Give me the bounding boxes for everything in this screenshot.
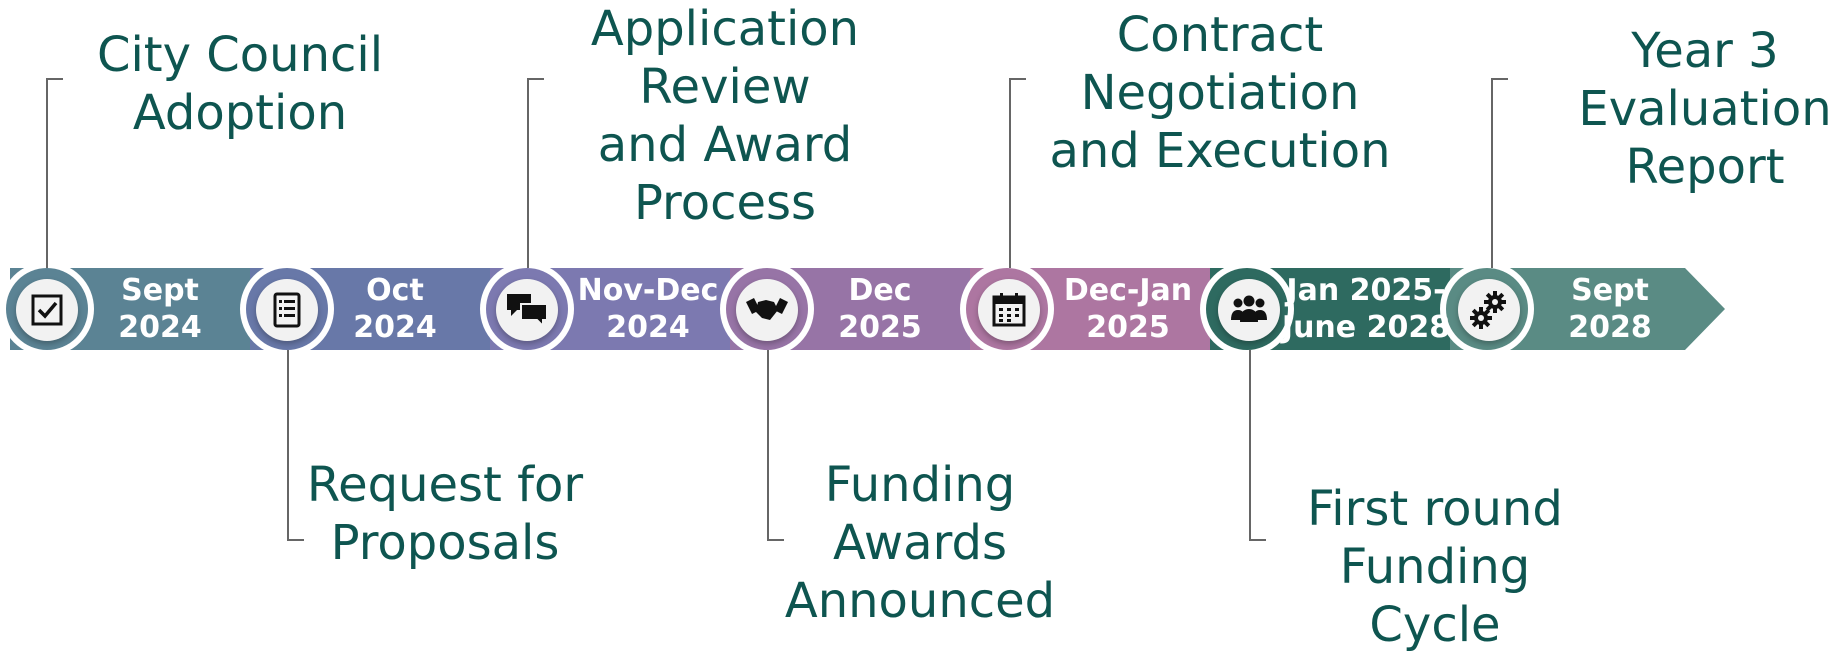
milestone-label-first-round-funding-cycle: First round Funding Cycle (1307, 481, 1563, 653)
leader-line (1009, 78, 1026, 268)
leader-line (1249, 350, 1266, 541)
gears-icon (1458, 279, 1520, 341)
leader-line (527, 78, 544, 268)
milestone-label-request-for-proposals: Request for Proposals (306, 457, 584, 571)
milestone-date-4: Dec 2025 (838, 273, 922, 345)
leader-line (46, 78, 63, 268)
checkbox-icon (16, 279, 78, 341)
leader-line (287, 350, 304, 541)
milestone-date-5: Dec-Jan 2025 (1063, 273, 1193, 345)
milestone-label-contract-negotiation: Contract Negotiation and Execution (1049, 7, 1391, 179)
chat-icon (496, 279, 558, 341)
calendar-icon (978, 279, 1040, 341)
milestone-date-7: Sept 2028 (1568, 273, 1652, 345)
milestone-label-city-council-adoption: City Council Adoption (96, 27, 384, 141)
leader-line (1491, 78, 1508, 268)
milestone-date-1: Sept 2024 (118, 273, 202, 345)
milestone-label-funding-awards-announced: Funding Awards Announced (784, 457, 1056, 629)
leader-line (767, 350, 784, 541)
milestone-label-application-review: Application Review and Award Process (590, 1, 860, 231)
milestone-date-3: Nov-Dec 2024 (577, 273, 719, 345)
milestone-date-6: Jan 2025- June 2028 (1281, 273, 1451, 345)
handshake-icon (736, 279, 798, 341)
checklist-icon (256, 279, 318, 341)
milestone-date-2: Oct 2024 (353, 273, 437, 345)
milestone-label-year-3-evaluation-report: Year 3 Evaluation Report (1578, 23, 1832, 195)
people-icon (1218, 279, 1280, 341)
